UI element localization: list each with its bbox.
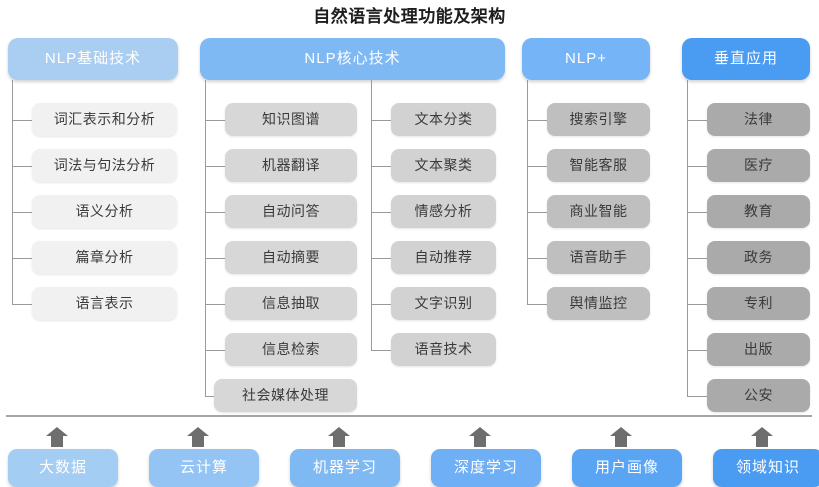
leaf-col4-0[interactable]: 搜索引擎 bbox=[547, 103, 650, 136]
foundation-item-1[interactable]: 云计算 bbox=[149, 449, 259, 487]
up-arrow-icon-4 bbox=[609, 426, 633, 448]
leaf-col1-0[interactable]: 词汇表示和分析 bbox=[32, 103, 177, 136]
connector-branch-col5-2 bbox=[687, 212, 707, 213]
up-arrow-icon-0 bbox=[45, 426, 69, 448]
connector-branch-col2-0 bbox=[205, 120, 225, 121]
foundation-item-2[interactable]: 机器学习 bbox=[290, 449, 400, 487]
header-vertical-app[interactable]: 垂直应用 bbox=[682, 38, 810, 80]
up-arrow-icon-1 bbox=[186, 426, 210, 448]
leaf-col1-1[interactable]: 词法与句法分析 bbox=[32, 149, 177, 182]
connector-branch-col4-3 bbox=[527, 258, 547, 259]
connector-branch-col4-1 bbox=[527, 166, 547, 167]
connector-branch-col2-4 bbox=[205, 304, 225, 305]
connector-branch-col3-0 bbox=[371, 120, 391, 121]
leaf-col5-5[interactable]: 出版 bbox=[707, 333, 810, 366]
connector-trunk-col3 bbox=[371, 80, 372, 350]
leaf-col5-2[interactable]: 教育 bbox=[707, 195, 810, 228]
connector-branch-col3-4 bbox=[371, 304, 391, 305]
connector-trunk-col4 bbox=[527, 80, 528, 304]
connector-branch-col5-5 bbox=[687, 350, 707, 351]
foundation-item-4[interactable]: 用户画像 bbox=[572, 449, 682, 487]
leaf-col2-1[interactable]: 机器翻译 bbox=[225, 149, 357, 182]
page-title: 自然语言处理功能及架构 bbox=[313, 7, 506, 26]
leaf-col4-1[interactable]: 智能客服 bbox=[547, 149, 650, 182]
leaf-col1-4[interactable]: 语言表示 bbox=[32, 287, 177, 320]
leaf-col3-3[interactable]: 自动推荐 bbox=[391, 241, 496, 274]
leaf-col3-0[interactable]: 文本分类 bbox=[391, 103, 496, 136]
connector-branch-col5-3 bbox=[687, 258, 707, 259]
connector-branch-col4-2 bbox=[527, 212, 547, 213]
leaf-col5-4[interactable]: 专利 bbox=[707, 287, 810, 320]
connector-branch-col3-1 bbox=[371, 166, 391, 167]
connector-branch-col5-4 bbox=[687, 304, 707, 305]
connector-branch-col5-0 bbox=[687, 120, 707, 121]
header-nlp-core[interactable]: NLP核心技术 bbox=[200, 38, 505, 80]
leaf-col5-6[interactable]: 公安 bbox=[707, 379, 810, 412]
leaf-col2-5[interactable]: 信息检索 bbox=[225, 333, 357, 366]
leaf-col2-6[interactable]: 社会媒体处理 bbox=[214, 379, 357, 412]
connector-branch-col4-0 bbox=[527, 120, 547, 121]
leaf-col4-4[interactable]: 舆情监控 bbox=[547, 287, 650, 320]
connector-branch-col2-3 bbox=[205, 258, 225, 259]
connector-branch-col3-3 bbox=[371, 258, 391, 259]
up-arrow-icon-5 bbox=[750, 426, 774, 448]
connector-branch-col2-5 bbox=[205, 350, 225, 351]
foundation-separator bbox=[6, 415, 812, 417]
header-nlp-plus[interactable]: NLP+ bbox=[522, 38, 650, 80]
leaf-col3-4[interactable]: 文字识别 bbox=[391, 287, 496, 320]
leaf-col5-3[interactable]: 政务 bbox=[707, 241, 810, 274]
connector-branch-col1-3 bbox=[12, 258, 32, 259]
connector-branch-col1-2 bbox=[12, 212, 32, 213]
up-arrow-icon-3 bbox=[468, 426, 492, 448]
leaf-col2-3[interactable]: 自动摘要 bbox=[225, 241, 357, 274]
connector-branch-col2-2 bbox=[205, 212, 225, 213]
leaf-col1-2[interactable]: 语义分析 bbox=[32, 195, 177, 228]
leaf-col4-3[interactable]: 语音助手 bbox=[547, 241, 650, 274]
leaf-col2-4[interactable]: 信息抽取 bbox=[225, 287, 357, 320]
leaf-col4-2[interactable]: 商业智能 bbox=[547, 195, 650, 228]
foundation-item-0[interactable]: 大数据 bbox=[8, 449, 118, 487]
connector-branch-col1-1 bbox=[12, 166, 32, 167]
foundation-item-5[interactable]: 领域知识 bbox=[713, 449, 819, 487]
leaf-col5-1[interactable]: 医疗 bbox=[707, 149, 810, 182]
up-arrow-icon-2 bbox=[327, 426, 351, 448]
connector-trunk-col2 bbox=[205, 80, 206, 396]
connector-trunk-col1 bbox=[12, 80, 13, 304]
connector-branch-col5-6 bbox=[687, 396, 707, 397]
connector-branch-col1-0 bbox=[12, 120, 32, 121]
connector-branch-col2-1 bbox=[205, 166, 225, 167]
leaf-col2-0[interactable]: 知识图谱 bbox=[225, 103, 357, 136]
leaf-col1-3[interactable]: 篇章分析 bbox=[32, 241, 177, 274]
cut-off-watermark bbox=[600, 478, 819, 486]
connector-branch-col1-4 bbox=[12, 304, 32, 305]
connector-branch-col3-5 bbox=[371, 350, 391, 351]
leaf-col3-5[interactable]: 语音技术 bbox=[391, 333, 496, 366]
header-nlp-basic[interactable]: NLP基础技术 bbox=[8, 38, 178, 80]
connector-branch-col3-2 bbox=[371, 212, 391, 213]
connector-branch-col4-4 bbox=[527, 304, 547, 305]
connector-trunk-col5 bbox=[687, 80, 688, 396]
foundation-item-3[interactable]: 深度学习 bbox=[431, 449, 541, 487]
leaf-col2-2[interactable]: 自动问答 bbox=[225, 195, 357, 228]
leaf-col5-0[interactable]: 法律 bbox=[707, 103, 810, 136]
leaf-col3-1[interactable]: 文本聚类 bbox=[391, 149, 496, 182]
connector-branch-col5-1 bbox=[687, 166, 707, 167]
leaf-col3-2[interactable]: 情感分析 bbox=[391, 195, 496, 228]
